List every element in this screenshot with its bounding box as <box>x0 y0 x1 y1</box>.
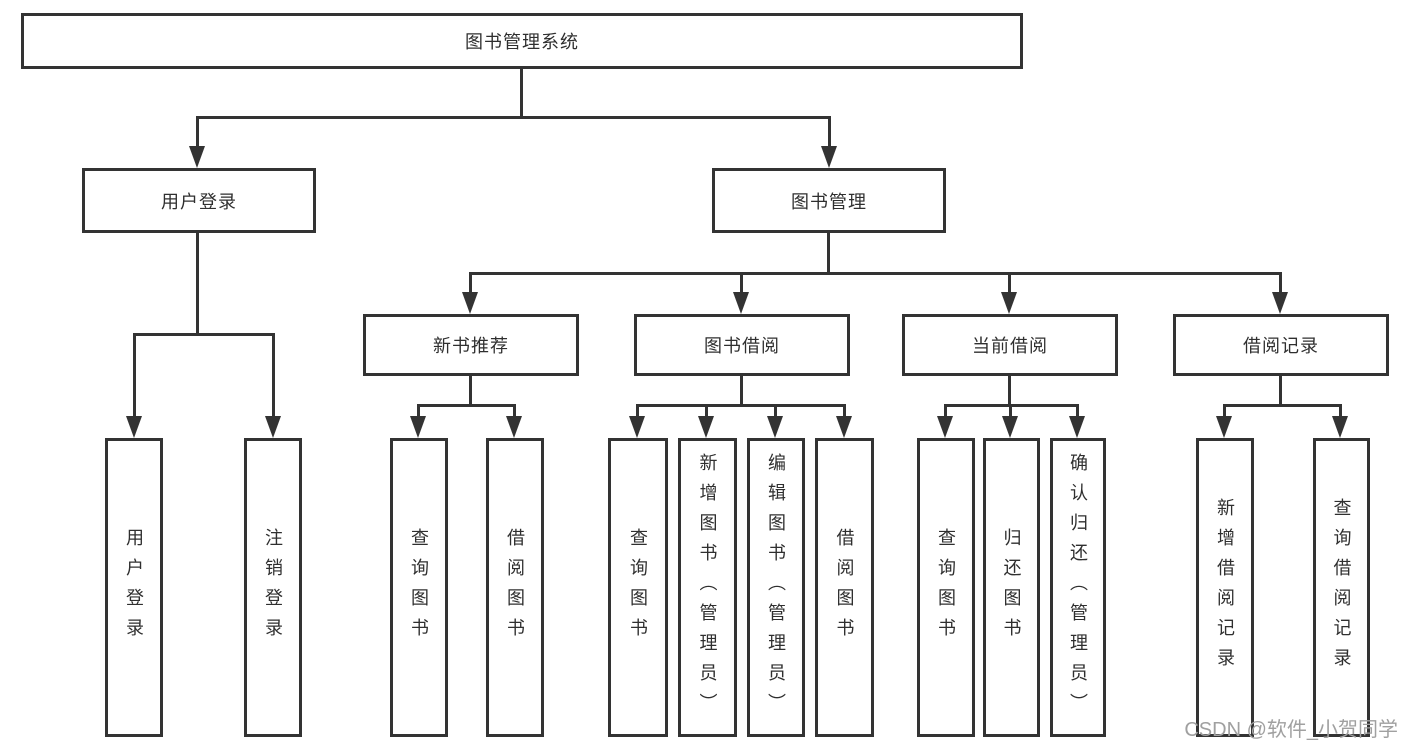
connector-line <box>1008 272 1011 294</box>
connector-line <box>1279 272 1282 294</box>
node-user-login-label: 用户登录 <box>161 191 237 212</box>
leaf-logout: 注销登录 <box>244 438 302 737</box>
connector-line <box>1279 376 1282 406</box>
connector-line <box>520 69 523 118</box>
arrow-down-icon <box>1332 416 1348 438</box>
connector-line <box>636 404 639 418</box>
connector-line <box>196 233 199 336</box>
connector-line <box>740 272 743 294</box>
watermark: CSDN @软件_小贺同学 <box>1184 719 1398 741</box>
arrow-down-icon <box>1216 416 1232 438</box>
connector-line <box>196 116 831 119</box>
leaf-cur-confirm-return-admin: 确认归还（管理员） <box>1050 438 1106 737</box>
leaf-bw-query-books-label: 查询图书 <box>628 527 648 648</box>
leaf-cur-return-books-label: 归还图书 <box>1001 527 1022 648</box>
connector-line <box>272 333 275 418</box>
connector-line <box>133 333 275 336</box>
arrow-down-icon <box>410 416 426 438</box>
connector-line <box>1223 404 1226 418</box>
leaf-bw-add-books-admin-label: 新增图书（管理员） <box>697 452 718 723</box>
connector-line <box>843 404 846 418</box>
leaf-cur-query-books: 查询图书 <box>917 438 975 737</box>
leaf-nb-query-books: 查询图书 <box>390 438 448 737</box>
connector-line <box>1009 404 1012 418</box>
node-book-borrow: 图书借阅 <box>634 314 850 376</box>
arrow-down-icon <box>821 146 837 168</box>
arrow-down-icon <box>126 416 142 438</box>
connector-line <box>827 233 830 274</box>
node-book-borrow-label: 图书借阅 <box>704 336 780 356</box>
arrow-down-icon <box>1272 292 1288 314</box>
connector-line <box>513 404 516 418</box>
connector-line <box>774 404 777 418</box>
leaf-cur-return-books: 归还图书 <box>983 438 1040 737</box>
arrow-down-icon <box>1002 416 1018 438</box>
node-library-system-label: 图书管理系统 <box>465 32 579 52</box>
arrow-down-icon <box>265 416 281 438</box>
leaf-bw-edit-books-admin: 编辑图书（管理员） <box>747 438 805 737</box>
connector-line <box>469 272 472 294</box>
leaf-cur-query-books-label: 查询图书 <box>936 527 956 648</box>
leaf-rec-add-record: 新增借阅记录 <box>1196 438 1254 737</box>
leaf-cur-confirm-return-admin-label: 确认归还（管理员） <box>1068 452 1088 723</box>
arrow-down-icon <box>462 292 478 314</box>
node-new-book-recommend-label: 新书推荐 <box>433 336 509 356</box>
arrow-down-icon <box>1001 292 1017 314</box>
connector-line <box>944 404 947 418</box>
node-borrow-records-label: 借阅记录 <box>1243 336 1319 356</box>
arrow-down-icon <box>767 416 783 438</box>
connector-line <box>417 404 420 418</box>
leaf-bw-add-books-admin: 新增图书（管理员） <box>678 438 737 737</box>
connector-line <box>1339 404 1342 418</box>
leaf-bw-edit-books-admin-label: 编辑图书（管理员） <box>766 452 786 723</box>
leaf-bw-borrow-books: 借阅图书 <box>815 438 874 737</box>
leaf-logout-label: 注销登录 <box>263 527 283 648</box>
connector-line <box>740 376 743 406</box>
arrow-down-icon <box>189 146 205 168</box>
leaf-nb-borrow-books-label: 借阅图书 <box>505 527 525 648</box>
leaf-rec-add-record-label: 新增借阅记录 <box>1215 497 1235 678</box>
connector-line <box>469 272 1282 275</box>
leaf-rec-query-record: 查询借阅记录 <box>1313 438 1370 737</box>
connector-line <box>828 116 831 148</box>
leaf-bw-query-books: 查询图书 <box>608 438 668 737</box>
connector-line <box>1223 404 1342 407</box>
connector-line <box>417 404 516 407</box>
node-library-system: 图书管理系统 <box>21 13 1023 69</box>
node-current-borrow-label: 当前借阅 <box>972 336 1048 356</box>
leaf-bw-borrow-books-label: 借阅图书 <box>834 527 855 648</box>
connector-line <box>636 404 846 407</box>
connector-line <box>469 376 472 406</box>
leaf-nb-borrow-books: 借阅图书 <box>486 438 544 737</box>
node-book-management-label: 图书管理 <box>791 191 867 212</box>
arrow-down-icon <box>733 292 749 314</box>
connector-line <box>1076 404 1079 418</box>
leaf-user-login: 用户登录 <box>105 438 163 737</box>
arrow-down-icon <box>836 416 852 438</box>
node-new-book-recommend: 新书推荐 <box>363 314 579 376</box>
leaf-user-login-label: 用户登录 <box>124 527 144 648</box>
arrow-down-icon <box>506 416 522 438</box>
arrow-down-icon <box>629 416 645 438</box>
node-borrow-records: 借阅记录 <box>1173 314 1389 376</box>
connector-line <box>133 333 136 418</box>
node-current-borrow: 当前借阅 <box>902 314 1118 376</box>
connector-line <box>705 404 708 418</box>
arrow-down-icon <box>698 416 714 438</box>
leaf-nb-query-books-label: 查询图书 <box>409 527 429 648</box>
arrow-down-icon <box>1069 416 1085 438</box>
connector-line <box>196 116 199 148</box>
connector-line <box>1008 376 1011 406</box>
leaf-rec-query-record-label: 查询借阅记录 <box>1331 497 1352 678</box>
arrow-down-icon <box>937 416 953 438</box>
node-user-login: 用户登录 <box>82 168 316 233</box>
node-book-management: 图书管理 <box>712 168 946 233</box>
